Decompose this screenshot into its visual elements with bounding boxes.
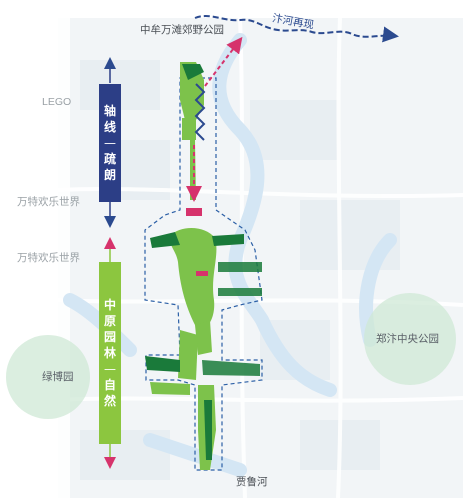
label-world-2: 万特欢乐世界 [17, 252, 80, 264]
axis-top-char: 疏 [103, 152, 116, 166]
axis-bottom-char: 自 [103, 378, 116, 392]
label-zhengbian: 郑汴中央公园 [376, 333, 439, 345]
axis-top-char: 轴 [103, 104, 116, 118]
zhengbian-circle [364, 293, 456, 385]
axis-bottom-char: 原 [103, 314, 116, 328]
axis-top-char: — [104, 136, 116, 150]
axis-bottom-char: — [104, 362, 116, 376]
lvbo-circle [6, 335, 90, 419]
axis-bottom-char: 林 [103, 346, 116, 360]
label-park-north: 中牟万滩郊野公园 [140, 24, 224, 36]
site-marker-north [186, 208, 202, 216]
axis-top-char: 朗 [103, 168, 116, 182]
axis-bottom-char: 然 [103, 394, 116, 408]
axis-bottom-char: 中 [103, 298, 116, 312]
label-lego: LEGO [42, 96, 72, 108]
label-jialu: 贾鲁河 [236, 476, 268, 488]
label-lvbo: 绿博园 [42, 371, 74, 383]
bian-river-line [194, 15, 399, 43]
axis-top-char: 线 [103, 120, 116, 134]
label-world-1: 万特欢乐世界 [17, 196, 80, 208]
axis-arrow-northeast [204, 36, 243, 87]
axis-zigzag [194, 83, 206, 141]
axis-bottom-char: 园 [103, 330, 116, 344]
site-boundary [144, 77, 263, 471]
axis-bar-sparse: 轴线 — 疏朗 [99, 84, 121, 202]
axis-bar-natural: 中原园林 — 自然 [99, 262, 121, 444]
site-marker-center [196, 271, 208, 276]
map-left-fade [0, 0, 70, 504]
